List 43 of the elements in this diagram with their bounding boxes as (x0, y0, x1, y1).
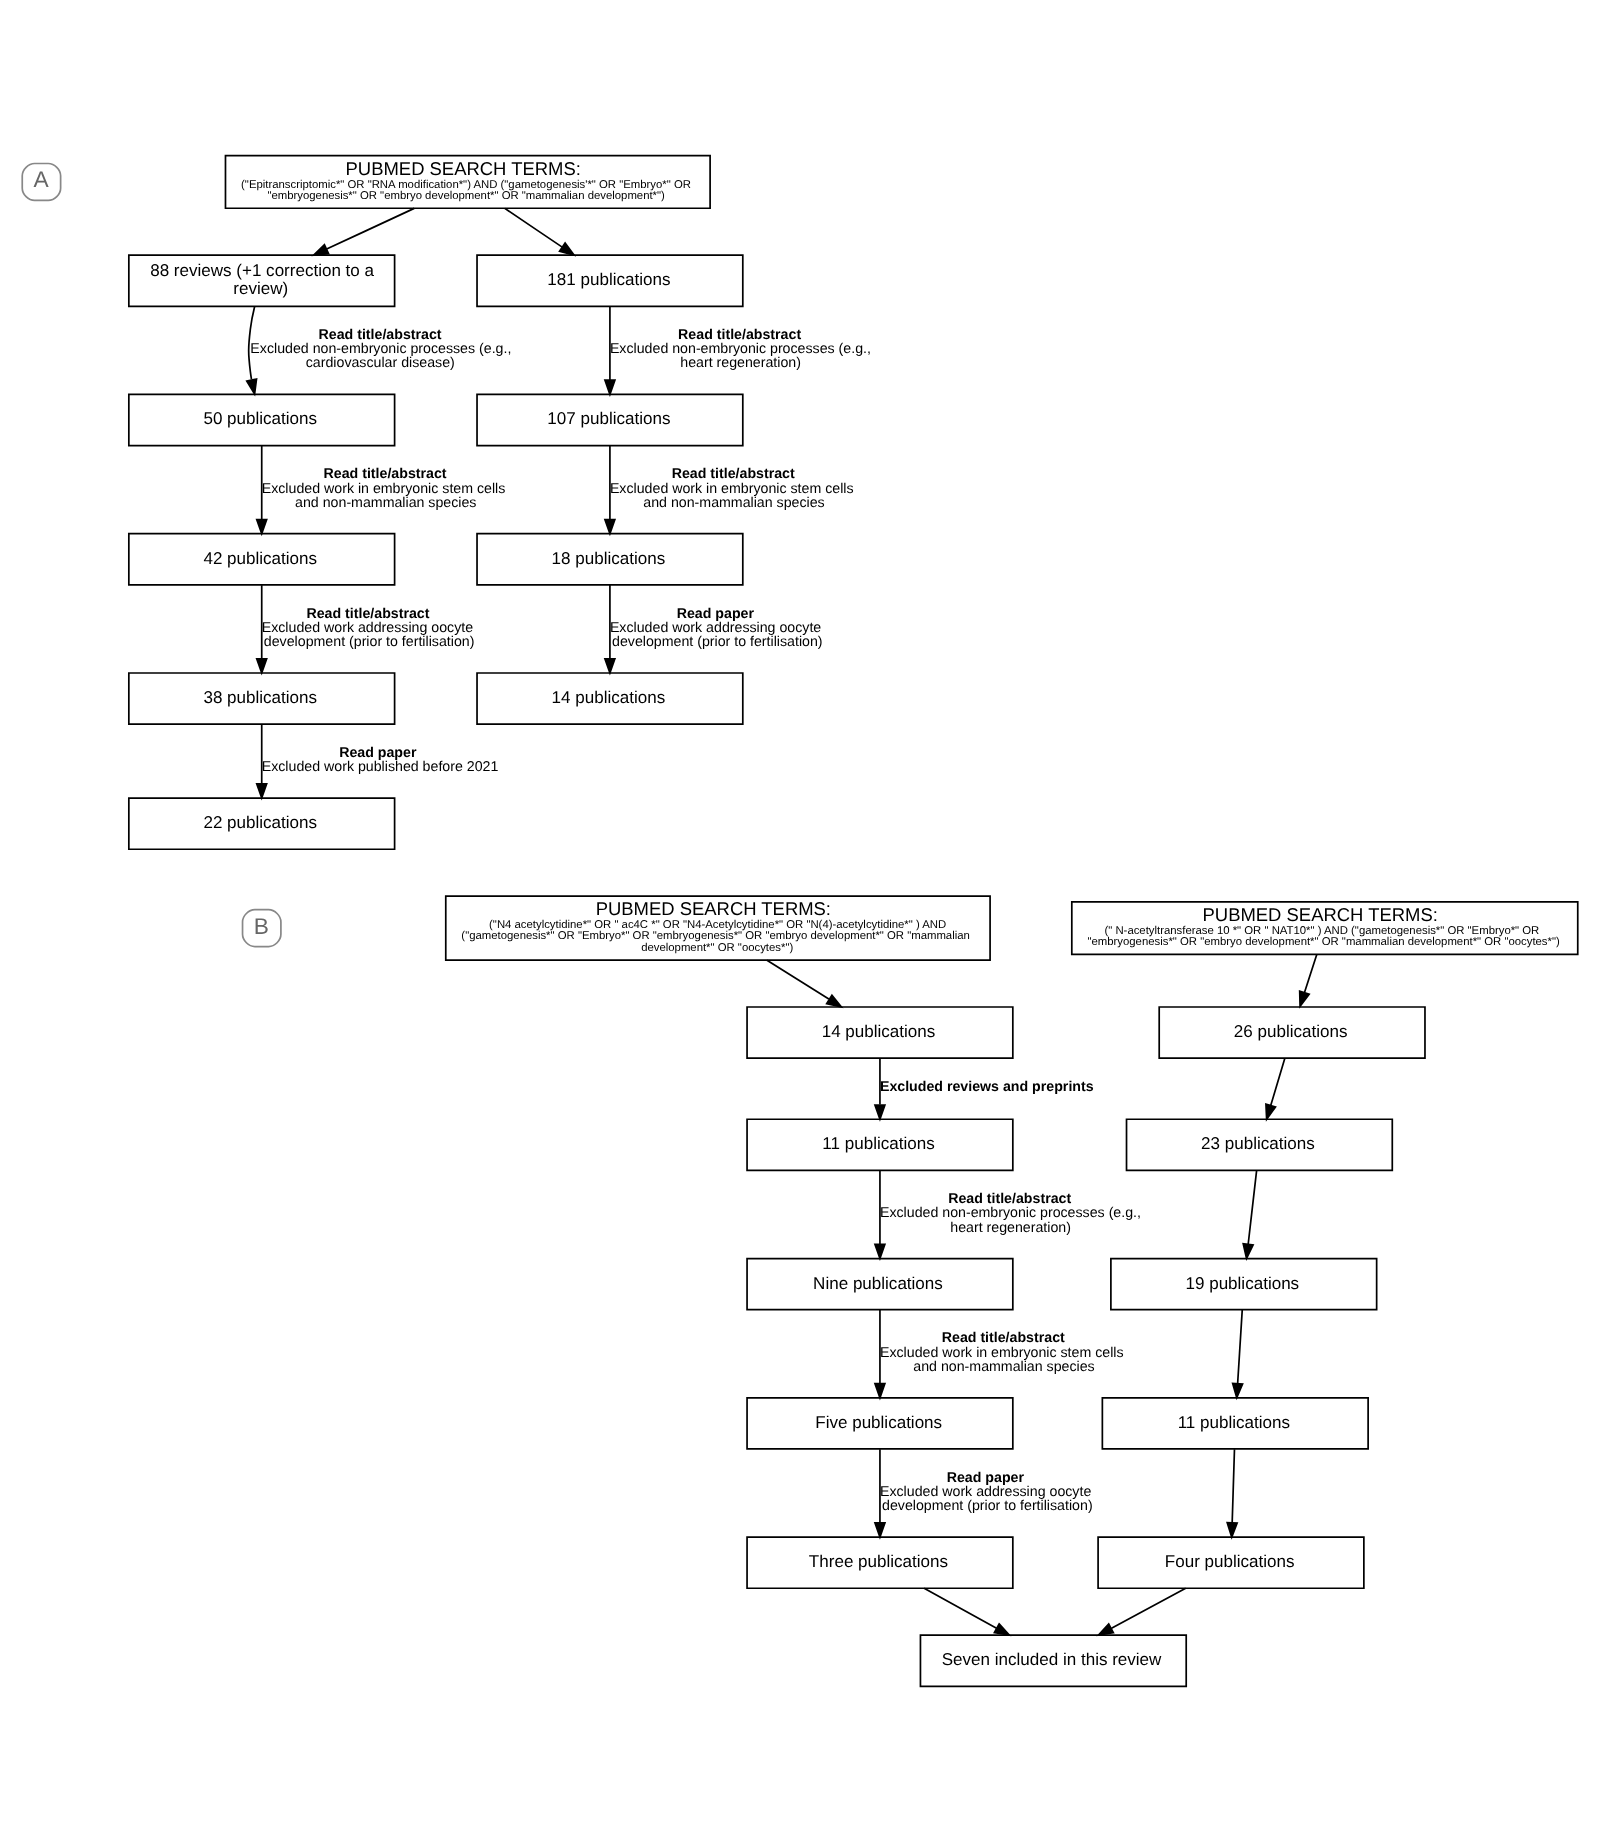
node-box: 42 publications (128, 531, 396, 585)
node-box: 19 publications (1110, 1256, 1378, 1310)
arrow (1265, 1056, 1286, 1121)
arrow (255, 583, 268, 675)
arrow (923, 1586, 1012, 1636)
arrow (873, 1447, 887, 1539)
node-box: Five publications (746, 1395, 1014, 1449)
arrow (1242, 1168, 1258, 1261)
arrow (311, 206, 416, 256)
label: A (33, 168, 49, 193)
arrow (766, 958, 844, 1008)
arrow (603, 583, 617, 675)
node-box: 23 publications (1125, 1117, 1394, 1171)
arrow (603, 444, 617, 536)
arrow (503, 206, 577, 256)
arrow (255, 722, 268, 800)
node-box: Four publications (1097, 1535, 1365, 1589)
arrow (245, 304, 258, 396)
label: B (253, 914, 270, 939)
node-box: 107 publications (476, 392, 744, 446)
node-box: Nine publications (746, 1256, 1014, 1310)
node-box: 14 publications (746, 1005, 1014, 1058)
node-box: 88 reviews (+1 correction to a review) (128, 253, 396, 307)
node-box: 22 publications (128, 796, 396, 850)
arrow (603, 304, 617, 396)
arrow (873, 1056, 887, 1121)
arrow (1231, 1308, 1244, 1400)
node-box: 181 publications (476, 253, 744, 307)
arrow (1096, 1586, 1187, 1636)
node-box: 18 publications (476, 531, 744, 585)
node-box: Seven included in this review (919, 1633, 1188, 1687)
node-box: 11 publications (746, 1117, 1014, 1171)
arrow (255, 444, 268, 536)
node-box: 26 publications (1158, 1005, 1426, 1058)
node-box: 38 publications (128, 671, 396, 724)
node-box: 14 publications (476, 671, 744, 724)
arrow (1226, 1447, 1239, 1539)
arrow (1298, 952, 1318, 1008)
node-box: 11 publications (1101, 1395, 1369, 1449)
node-box: 50 publications (128, 392, 396, 446)
arrow (873, 1308, 887, 1400)
arrow (873, 1168, 887, 1261)
node-box: Three publications (746, 1535, 1014, 1589)
